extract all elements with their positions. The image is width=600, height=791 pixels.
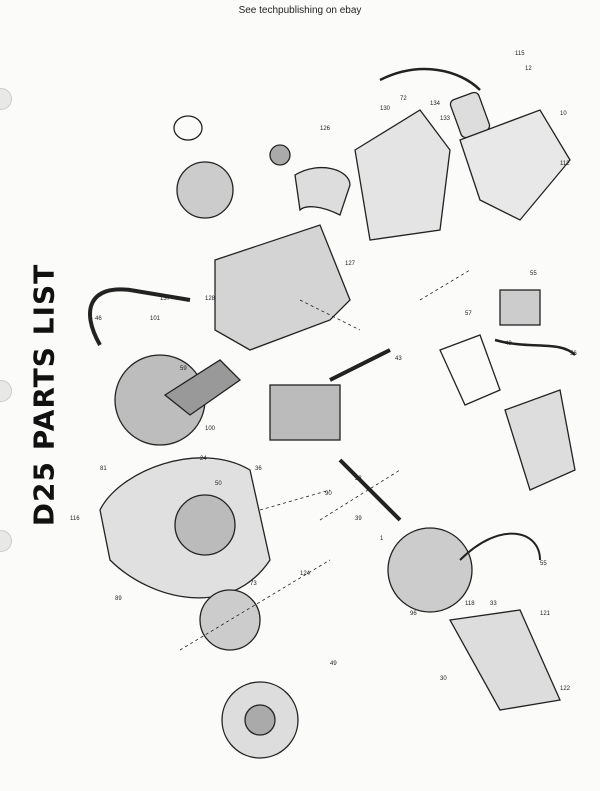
part-label: 89 bbox=[115, 596, 122, 602]
part-label: 101 bbox=[150, 316, 161, 322]
part-label: 43 bbox=[395, 356, 402, 362]
part-label: 124 bbox=[300, 571, 311, 577]
part-label: 39 bbox=[355, 516, 362, 522]
carburetor bbox=[499, 289, 541, 326]
part-label: 73 bbox=[250, 581, 257, 587]
leader-lines bbox=[179, 269, 471, 651]
pulley bbox=[269, 144, 291, 166]
fan-housing-hub bbox=[174, 494, 236, 556]
starter-cover-hub bbox=[244, 704, 276, 736]
part-label: 57 bbox=[465, 311, 472, 317]
part-label: 122 bbox=[560, 686, 571, 692]
part-label: 49 bbox=[330, 661, 337, 667]
part-label: 72 bbox=[400, 96, 407, 102]
part-label: 55 bbox=[530, 271, 537, 277]
part-label: 121 bbox=[540, 611, 551, 617]
header-note: See techpublishing on ebay bbox=[238, 5, 362, 16]
part-label: 33 bbox=[490, 601, 497, 607]
part-label: 137 bbox=[160, 296, 171, 302]
part-label: 50 bbox=[215, 481, 222, 487]
part-label: 10 bbox=[560, 111, 567, 117]
part-label: 118 bbox=[465, 601, 475, 607]
part-label: 59 bbox=[180, 366, 187, 372]
part-label: 30 bbox=[440, 676, 447, 682]
part-label: 134 bbox=[430, 101, 441, 107]
fuel-line bbox=[494, 338, 576, 356]
part-label: 12 bbox=[525, 66, 532, 72]
part-label: 55 bbox=[540, 561, 547, 567]
ignition-lead bbox=[459, 532, 541, 561]
fuel-tank bbox=[354, 109, 451, 241]
muffler bbox=[459, 109, 571, 221]
crankshaft bbox=[329, 348, 402, 522]
flywheel bbox=[176, 161, 234, 219]
starter-pulley bbox=[199, 589, 261, 651]
part-label: 24 bbox=[200, 456, 207, 462]
part-label: 90 bbox=[325, 491, 332, 497]
part-label: 56 bbox=[570, 351, 577, 357]
part-label: 112 bbox=[560, 161, 570, 167]
part-label: 40 bbox=[505, 341, 512, 347]
cylinder bbox=[269, 384, 341, 441]
part-label: 133 bbox=[440, 116, 451, 122]
part-label: 130 bbox=[380, 106, 391, 112]
part-label: 46 bbox=[95, 316, 102, 322]
part-label: 96 bbox=[410, 611, 417, 617]
muffler-pipe bbox=[163, 359, 242, 416]
cable bbox=[379, 67, 481, 91]
part-label: 127 bbox=[345, 261, 356, 267]
part-label: 100 bbox=[205, 426, 216, 432]
part-label: 36 bbox=[255, 466, 262, 472]
part-labels: 115 12 10 112 126 130 72 134 133 127 128… bbox=[70, 51, 577, 692]
part-label: 128 bbox=[205, 296, 216, 302]
cover-band bbox=[294, 166, 351, 216]
side-cover bbox=[504, 389, 576, 491]
stator-plate bbox=[387, 527, 473, 613]
handle-bar bbox=[88, 287, 191, 346]
part-label: 116 bbox=[70, 516, 80, 522]
part-label: 115 bbox=[515, 51, 525, 57]
part-label: 126 bbox=[320, 126, 331, 132]
washer bbox=[173, 115, 203, 141]
part-label: 23 bbox=[355, 476, 362, 482]
crankcase-housing bbox=[214, 224, 351, 351]
part-label: 1 bbox=[380, 536, 384, 542]
part-label: 81 bbox=[100, 466, 107, 472]
gasket-plate bbox=[439, 334, 501, 406]
ignition-parts bbox=[448, 609, 561, 711]
